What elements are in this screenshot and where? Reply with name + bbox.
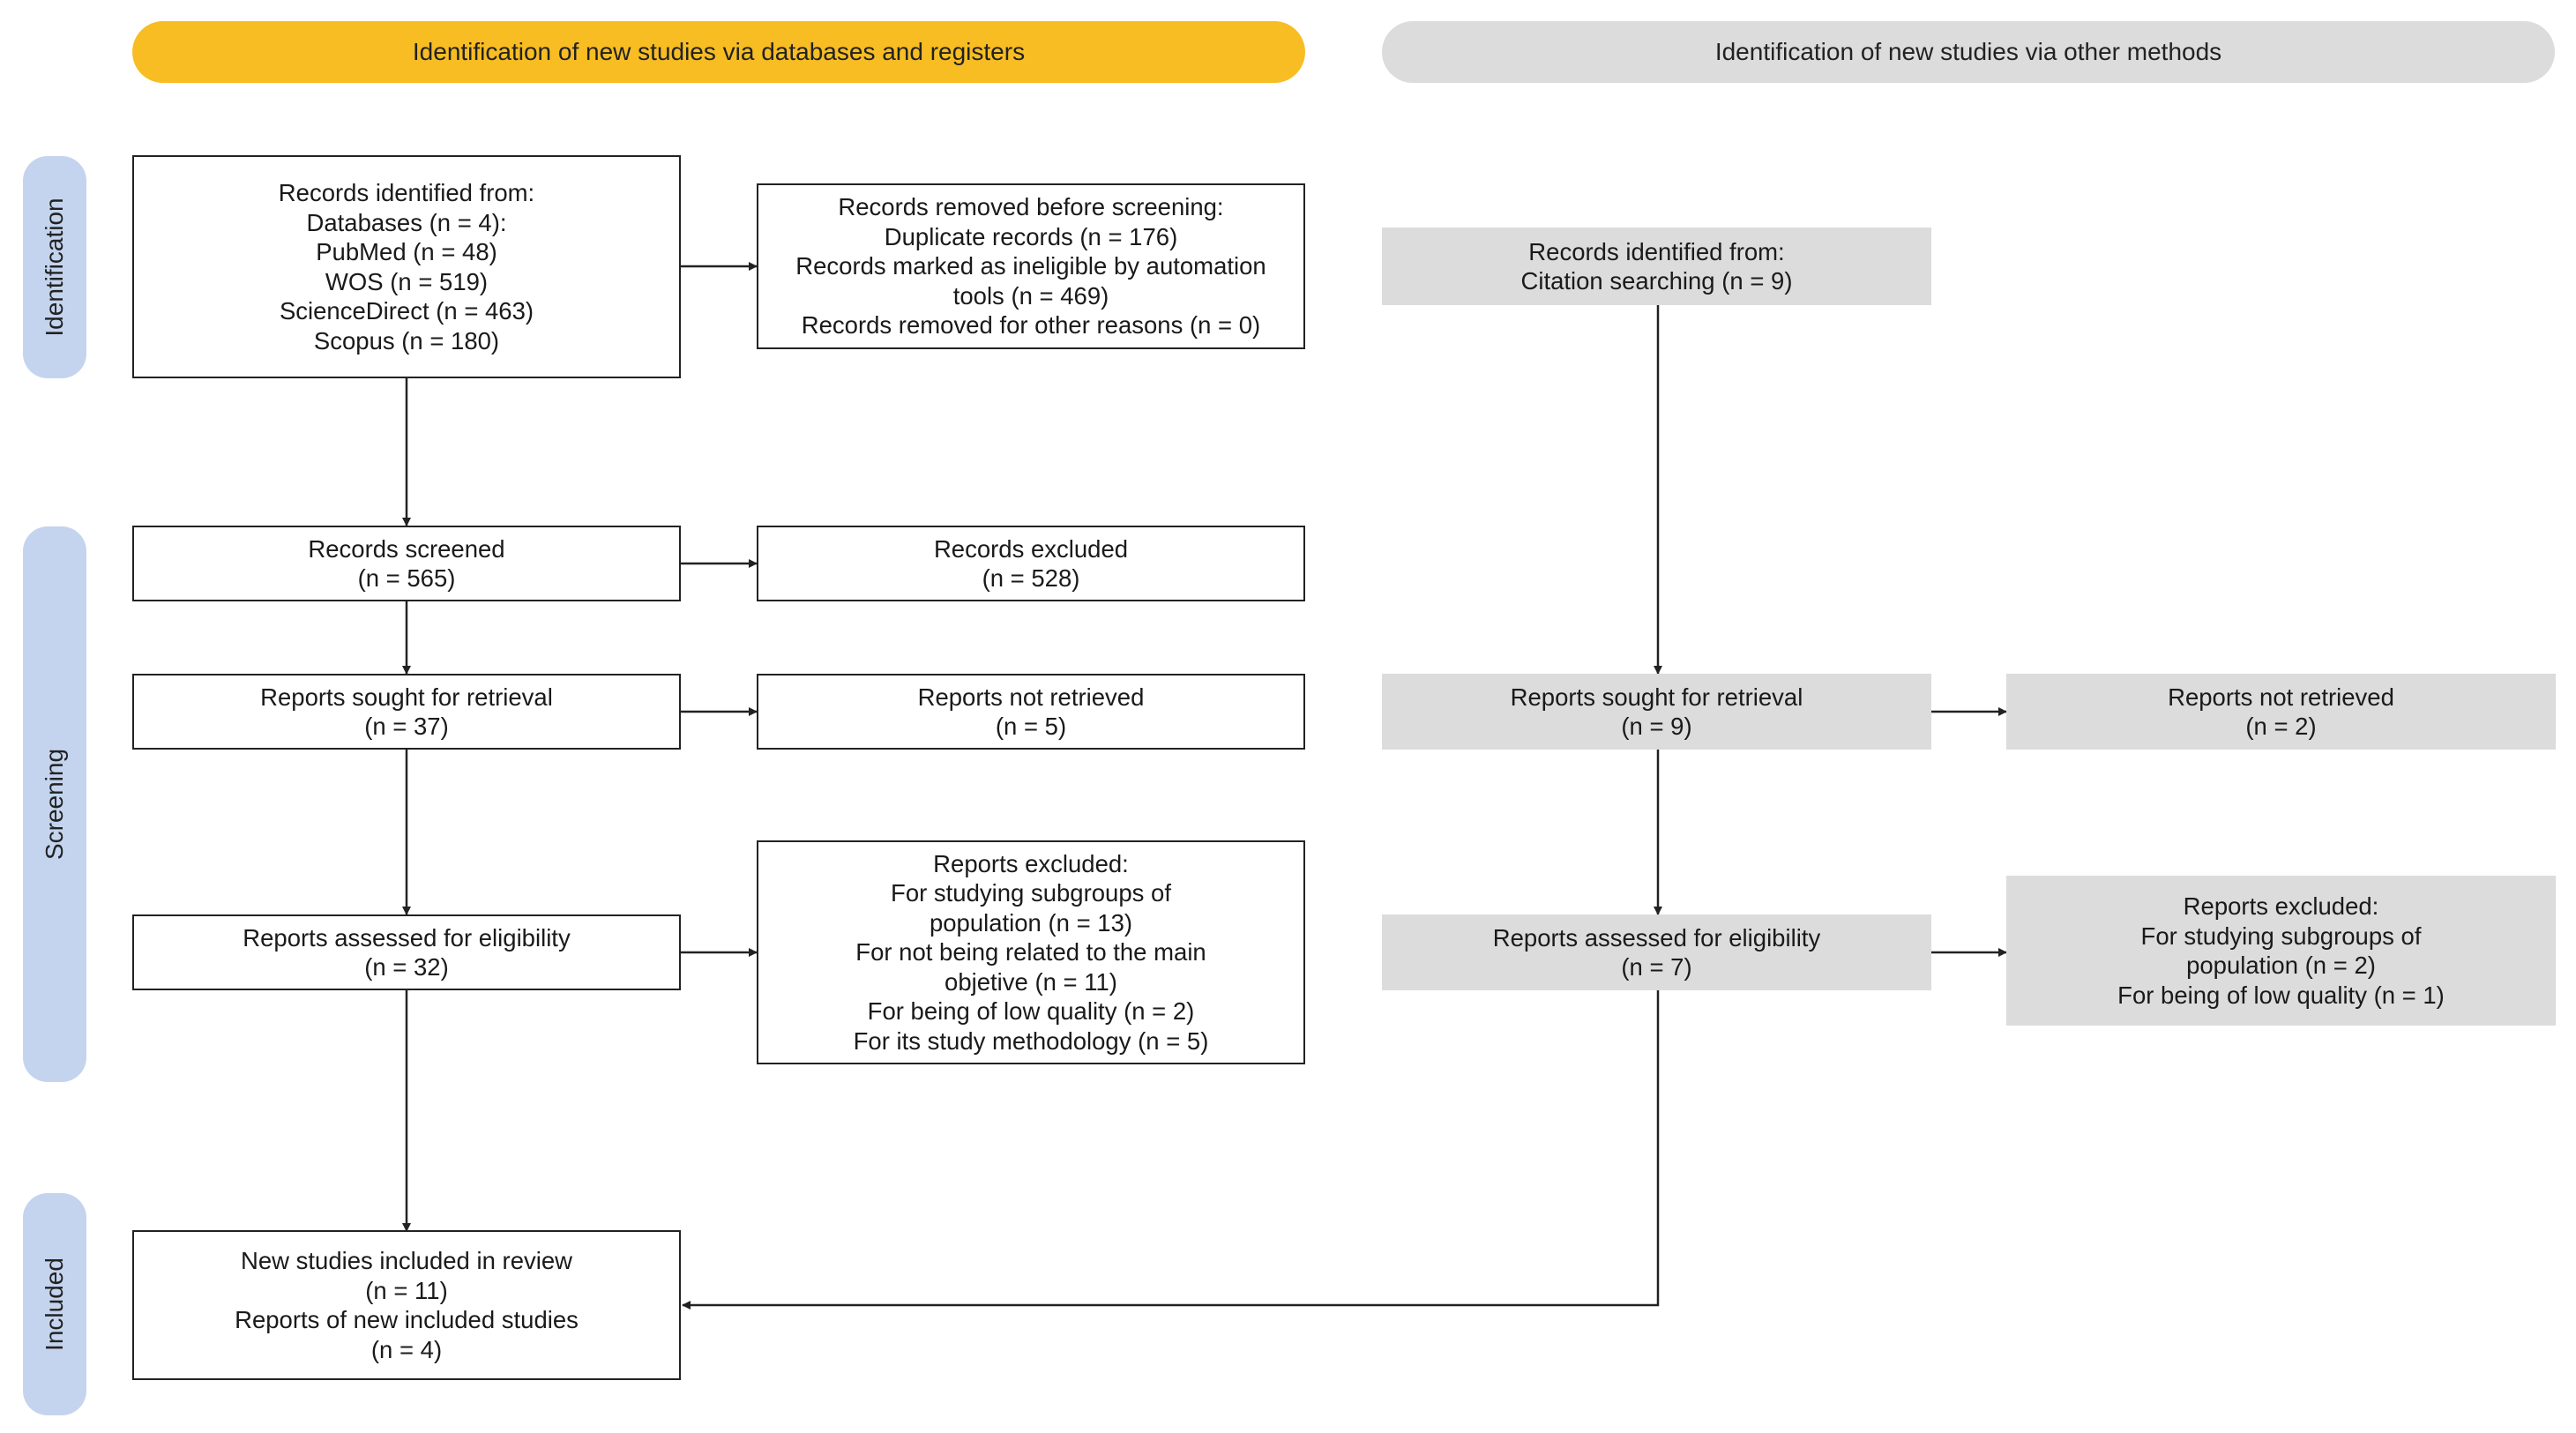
box-line: For studying subgroups of (2140, 922, 2422, 950)
reports-not-retrieved-box: Reports not retrieved (n = 5) (757, 674, 1305, 750)
stage-screening: Screening (23, 526, 86, 1082)
other-reports-assessed-box: Reports assessed for eligibility (n = 7) (1382, 914, 1931, 990)
records-removed-box: Records removed before screening: Duplic… (757, 183, 1305, 349)
box-line: (n = 9) (1621, 713, 1692, 740)
box-line: Reports sought for retrieval (260, 683, 553, 711)
studies-included-box: New studies included in review (n = 11) … (132, 1230, 681, 1380)
box-line: PubMed (n = 48) (316, 238, 497, 265)
header-other-label: Identification of new studies via other … (1714, 38, 2222, 65)
box-line: Citation searching (n = 9) (1520, 267, 1793, 295)
box-line: tools (n = 469) (952, 281, 1109, 310)
box-line: Reports sought for retrieval (1510, 683, 1803, 711)
box-line: Records identified from: (278, 179, 535, 206)
header-other-methods: Identification of new studies via other … (1382, 21, 2555, 83)
box-line: Reports assessed for eligibility (1492, 923, 1821, 952)
box-line: Records screened (308, 534, 505, 563)
arrow-other-assessed-to-included (682, 989, 1660, 1310)
box-line: Databases (n = 4): (306, 208, 507, 236)
box-line: (n = 565) (357, 564, 456, 592)
other-reports-excluded-box: Reports excluded: For studying subgroups… (2006, 876, 2556, 1026)
box-line: Records removed for other reasons (n = 0… (801, 311, 1261, 340)
box-line: (n = 32) (364, 953, 449, 981)
box-line: For being of low quality (n = 2) (867, 997, 1195, 1026)
box-line: Duplicate records (n = 176) (884, 222, 1178, 250)
box-line: Records excluded (933, 534, 1129, 563)
box-line: (n = 2) (2245, 713, 2317, 740)
box-line: For not being related to the main (855, 938, 1206, 967)
reports-excluded-box: Reports excluded: For studying subgroups… (757, 840, 1305, 1064)
stage-included: Included (23, 1193, 86, 1415)
box-line: Reports of new included studies (235, 1306, 579, 1333)
other-reports-sought-box: Reports sought for retrieval (n = 9) (1382, 674, 1931, 750)
box-line: (n = 528) (982, 564, 1080, 592)
other-records-identified-box: Records identified from: Citation search… (1382, 228, 1931, 305)
box-line: Records identified from: (1528, 237, 1785, 265)
reports-assessed-box: Reports assessed for eligibility (n = 32… (132, 914, 681, 990)
box-line: Scopus (n = 180) (313, 326, 500, 355)
records-identified-box: Records identified from: Databases (n = … (132, 155, 681, 378)
box-line: Reports excluded: (933, 849, 1129, 877)
box-line: (n = 11) (365, 1276, 448, 1304)
reports-sought-box: Reports sought for retrieval (n = 37) (132, 674, 681, 750)
records-screened-box: Records screened (n = 565) (132, 526, 681, 601)
box-line: Records marked as ineligible by automati… (795, 252, 1266, 280)
header-databases-registers: Identification of new studies via databa… (132, 21, 1305, 83)
stage-identification: Identification (23, 156, 86, 378)
box-line: population (n = 13) (929, 908, 1133, 937)
box-line: (n = 4) (370, 1335, 443, 1363)
box-line: WOS (n = 519) (325, 267, 489, 295)
box-line: ScienceDirect (n = 463) (279, 297, 534, 325)
other-reports-not-retrieved-box: Reports not retrieved (n = 2) (2006, 674, 2556, 750)
box-line: Reports not retrieved (917, 683, 1145, 711)
box-line: Records removed before screening: (838, 193, 1224, 221)
box-line: population (n = 2) (2186, 952, 2376, 979)
box-line: For being of low quality (n = 1) (2117, 981, 2445, 1009)
box-line: (n = 37) (364, 713, 449, 740)
box-line: objetive (n = 11) (945, 967, 1117, 996)
box-line: For its study methodology (n = 5) (853, 1026, 1209, 1055)
box-line: Reports excluded: (2183, 892, 2379, 920)
records-excluded-box: Records excluded (n = 528) (757, 526, 1305, 601)
box-line: New studies included in review (240, 1247, 573, 1274)
box-line: (n = 5) (995, 713, 1067, 740)
box-line: For studying subgroups of (891, 879, 1171, 907)
box-line: Reports not retrieved (2168, 683, 2394, 711)
header-databases-label: Identification of new studies via databa… (412, 38, 1026, 65)
box-line: Reports assessed for eligibility (243, 923, 571, 952)
box-line: (n = 7) (1621, 953, 1692, 981)
